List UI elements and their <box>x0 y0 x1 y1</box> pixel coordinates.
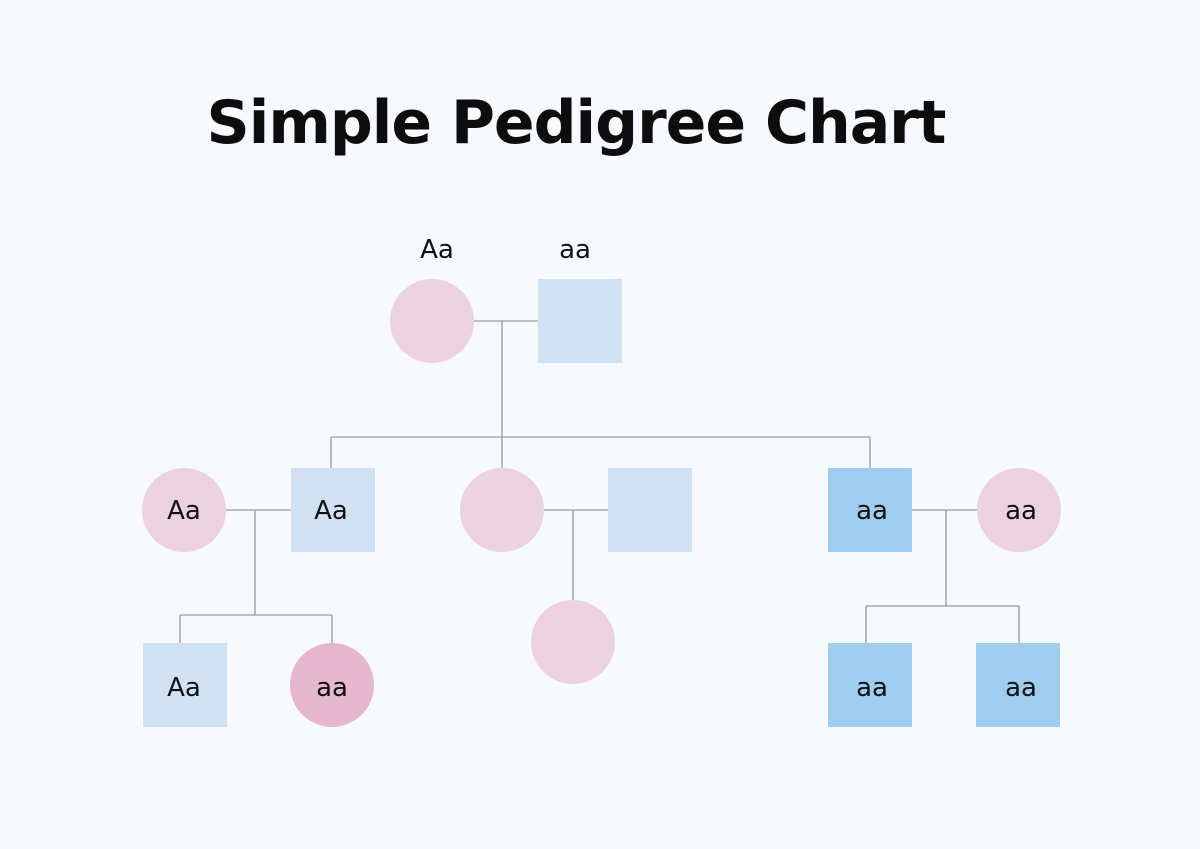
g3-right-son-2-genotype: aa <box>1005 673 1037 703</box>
g3-left-daughter-circle <box>290 643 374 727</box>
g2-right-child-genotype: aa <box>856 496 888 526</box>
g3-right-son-1-square <box>828 643 912 727</box>
page-title: Simple Pedigree Chart <box>206 88 947 158</box>
g1-father-square <box>538 279 622 363</box>
g3-left-son-square <box>143 643 227 727</box>
g2-right-child-square <box>828 468 912 552</box>
g2-right-spouse-genotype: aa <box>1005 496 1037 526</box>
g2-right-spouse-circle <box>977 468 1061 552</box>
g1-mother-circle <box>390 279 474 363</box>
g2-left-child-square <box>291 468 375 552</box>
g3-left-daughter-genotype: aa <box>316 673 348 703</box>
g2-middle-child-circle <box>460 468 544 552</box>
g1-mother-genotype: Aa <box>420 235 454 265</box>
connector-lines <box>179 320 1020 643</box>
g3-left-son-genotype: Aa <box>167 673 201 703</box>
g3-right-son-2-square <box>976 643 1060 727</box>
g2-left-child-genotype: Aa <box>314 496 348 526</box>
g2-left-spouse-circle <box>142 468 226 552</box>
g2-left-spouse-genotype: Aa <box>167 496 201 526</box>
g3-right-son-1-genotype: aa <box>856 673 888 703</box>
g1-father-genotype: aa <box>559 235 591 265</box>
g3-middle-daughter-circle <box>531 600 615 684</box>
g2-middle-spouse-square <box>608 468 692 552</box>
